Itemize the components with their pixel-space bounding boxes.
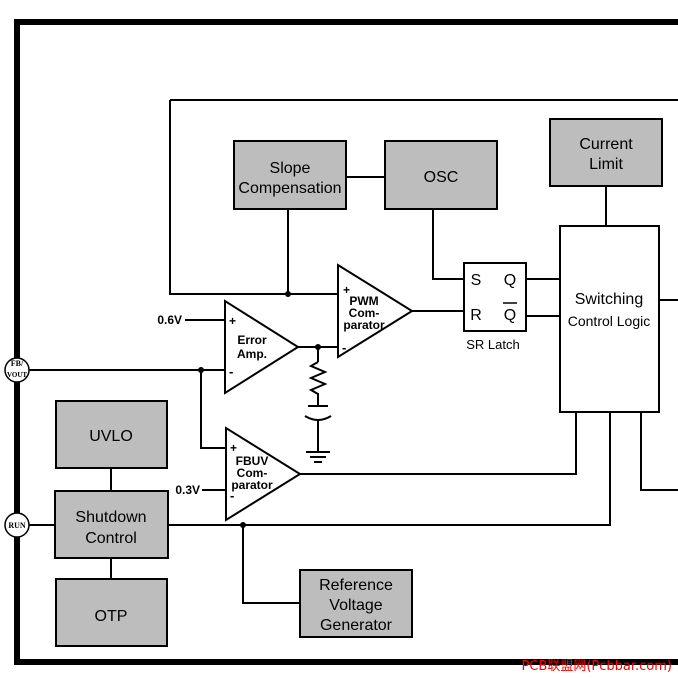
slope-label-2: Compensation	[238, 180, 341, 197]
reference-voltage-block: Reference Voltage Generator	[299, 569, 413, 638]
wiring	[29, 99, 678, 604]
fb-vout-pin: FB/ VOUT	[4, 357, 30, 383]
ref-label-3: Generator	[320, 617, 393, 634]
ea-minus: -	[229, 364, 233, 379]
ref-label-2: Voltage	[329, 597, 382, 614]
otp-label: OTP	[95, 608, 128, 625]
pwm-label-3: parator	[343, 318, 385, 332]
error-amplifier: + - Error Amp.	[224, 299, 300, 395]
switching-label-2: Control Logic	[568, 313, 651, 329]
uvlo-block: UVLO	[55, 400, 168, 469]
chip-boundary	[14, 19, 678, 665]
osc-label: OSC	[424, 169, 459, 186]
watermark: PCB联盟网(Pcbbar.com)	[522, 659, 672, 674]
current-limit-label-2: Limit	[589, 156, 623, 173]
ea-reference-voltage: 0.6V	[157, 313, 182, 327]
fbuv-comparator: + - FBUV Com- parator	[225, 426, 302, 522]
junction-dots	[198, 291, 321, 528]
pwm-plus: +	[343, 283, 350, 297]
shutdown-label-2: Control	[85, 530, 137, 547]
fbuv-label-1: FBUV	[236, 454, 269, 468]
fbuv-label-2: Com-	[237, 466, 268, 480]
shutdown-label-1: Shutdown	[75, 509, 146, 526]
latch-qbar: Q	[504, 307, 516, 324]
pwm-label-2: Com-	[349, 306, 380, 320]
fb-pin-label-bottom: VOUT	[7, 371, 27, 379]
pwm-minus: -	[342, 340, 346, 355]
ea-label-2: Amp.	[237, 347, 267, 361]
current-limit-label-1: Current	[579, 136, 633, 153]
switching-control-block: Switching Control Logic	[559, 225, 660, 413]
fb-pin-label-top: FB/	[11, 359, 24, 368]
slope-label-1: Slope	[270, 160, 311, 177]
sr-latch: S Q R Q SR Latch	[463, 262, 527, 352]
run-pin: RUN	[4, 512, 30, 538]
run-pin-label: RUN	[8, 521, 26, 530]
switching-label-1: Switching	[575, 291, 643, 308]
fbuv-reference-voltage: 0.3V	[175, 483, 200, 497]
ea-plus: +	[229, 314, 236, 328]
otp-block: OTP	[55, 578, 168, 647]
fbuv-plus: +	[230, 441, 237, 455]
shutdown-control-block: Shutdown Control	[54, 490, 169, 559]
ref-label-1: Reference	[319, 577, 393, 594]
latch-name: SR Latch	[466, 337, 519, 352]
osc-block: OSC	[384, 140, 498, 210]
uvlo-label: UVLO	[89, 428, 133, 445]
ea-label-1: Error	[237, 333, 267, 347]
fbuv-minus: -	[230, 488, 234, 503]
latch-r: R	[470, 307, 482, 324]
pwm-label-1: PWM	[349, 294, 378, 308]
pwm-comparator: + - PWM Com- parator	[337, 263, 414, 359]
current-limit-block: Current Limit	[549, 118, 663, 187]
latch-q: Q	[504, 272, 516, 289]
fbuv-label-3: parator	[231, 478, 273, 492]
slope-compensation-block: Slope Compensation	[233, 140, 347, 210]
latch-s: S	[471, 272, 482, 289]
